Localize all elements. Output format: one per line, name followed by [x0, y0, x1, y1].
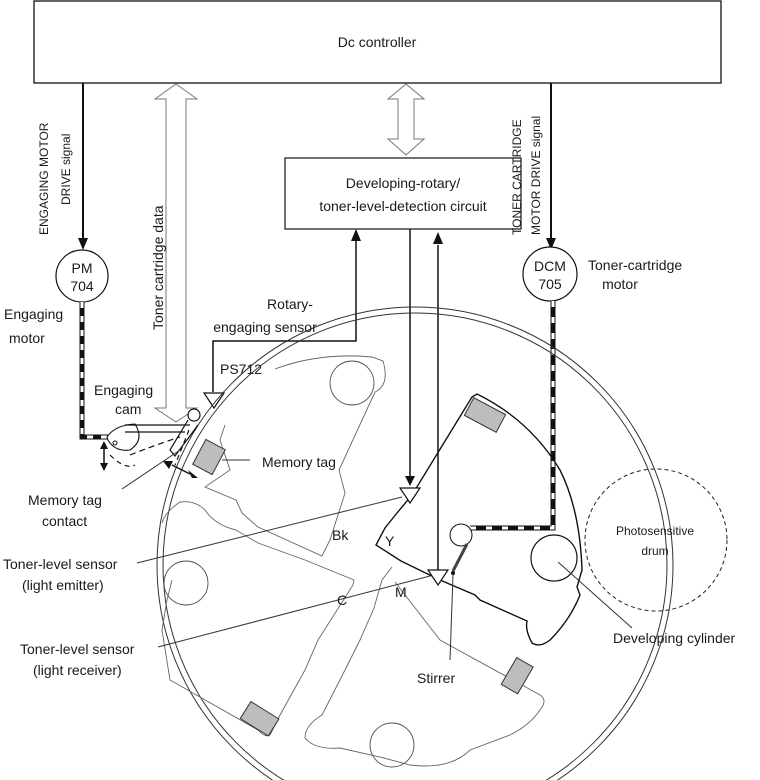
cartridge-magenta [304, 566, 545, 768]
detection-circuit-box: Developing-rotary/ toner-level-detection… [284, 157, 522, 230]
engaging-signal-label-1: ENGAGING MOTOR [37, 122, 51, 235]
cartridge-label-m: M [395, 584, 407, 600]
emitter-label-2: (light emitter) [22, 577, 104, 593]
emitter-leader [136, 496, 403, 564]
cartridge-black [204, 355, 386, 557]
receiver-signal-line [433, 232, 443, 570]
engaging-cam [106, 408, 201, 467]
memory-contact-leader [121, 449, 181, 490]
cartridge-data-label: Toner cartridge data [150, 205, 166, 330]
dc-controller-label: Dc controller [338, 34, 417, 50]
toner-signal-label-2: MOTOR DRIVE signal [529, 116, 543, 235]
engaging-motor-signal-arrow [78, 83, 88, 250]
light-emitter-icon [398, 487, 422, 505]
stirrer-label: Stirrer [417, 670, 455, 686]
engaging-cam-label-1: Engaging [94, 382, 153, 398]
light-receiver-icon [426, 569, 450, 587]
contact-motion-arrow [163, 461, 198, 478]
receiver-leader [157, 575, 431, 648]
developing-cylinder-label: Developing cylinder [613, 630, 736, 646]
circuit-label-line2: toner-level-detection circuit [319, 198, 486, 214]
cartridge-label-c: C [337, 592, 347, 608]
stirrer-leader [449, 574, 454, 661]
dcm705-label-1: DCM [534, 258, 566, 274]
cartridge-data-arrow [153, 83, 199, 423]
circuit-label-line1: Developing-rotary/ [346, 175, 460, 191]
pm704-label-2: 704 [70, 278, 94, 294]
rotary-sensor-label-2: engaging sensor [213, 319, 317, 335]
memory-tag-label: Memory tag [262, 454, 336, 470]
cartridge-cyan [161, 501, 355, 737]
drum-label-2: drum [641, 544, 668, 558]
memory-contact-label-2: contact [42, 513, 87, 529]
receiver-label-1: Toner-level sensor [20, 641, 135, 657]
dcm705-motor: DCM 705 [522, 246, 578, 302]
engaging-motor-label-1: Engaging [4, 306, 63, 322]
engaging-motor-label-2: motor [9, 330, 45, 346]
emitter-label-1: Toner-level sensor [3, 556, 118, 572]
memory-contact-label-1: Memory tag [28, 492, 102, 508]
toner-motor-signal-arrow [546, 83, 556, 250]
pm704-label-1: PM [72, 260, 93, 276]
cartridge-label-y: Y [385, 533, 395, 549]
drum-label-1: Photosensitive [616, 524, 694, 538]
cylinder-leader [557, 561, 633, 629]
dcm705-label-2: 705 [538, 276, 562, 292]
emitter-signal-line [405, 229, 415, 486]
rotary-sensor-label-1: Rotary- [267, 296, 313, 312]
engaging-cam-label-2: cam [115, 401, 141, 417]
controller-circuit-bus-arrow [386, 83, 426, 156]
engaging-drive-belt [79, 302, 110, 440]
engaging-signal-label-2: DRIVE signal [59, 134, 73, 205]
photosensitive-drum: Photosensitive drum [584, 468, 728, 612]
receiver-label-2: (light receiver) [33, 662, 122, 678]
toner-drive-belt [470, 301, 556, 531]
cam-vertical-motion-arrow [100, 441, 108, 471]
dc-controller-box: Dc controller [33, 0, 722, 84]
rotary-sensor-signal-line [212, 229, 361, 392]
toner-cartridge-motor-label-2: motor [602, 276, 638, 292]
pm704-motor: PM 704 [55, 249, 109, 303]
toner-cartridge-motor-label-1: Toner-cartridge [588, 257, 682, 273]
cartridge-label-bk: Bk [332, 527, 349, 543]
developing-rotary [156, 306, 674, 780]
cartridge-yellow [375, 393, 583, 646]
toner-signal-label-1: TONER CARTRIDGE [510, 119, 524, 235]
memory-tag-icon [192, 438, 226, 476]
